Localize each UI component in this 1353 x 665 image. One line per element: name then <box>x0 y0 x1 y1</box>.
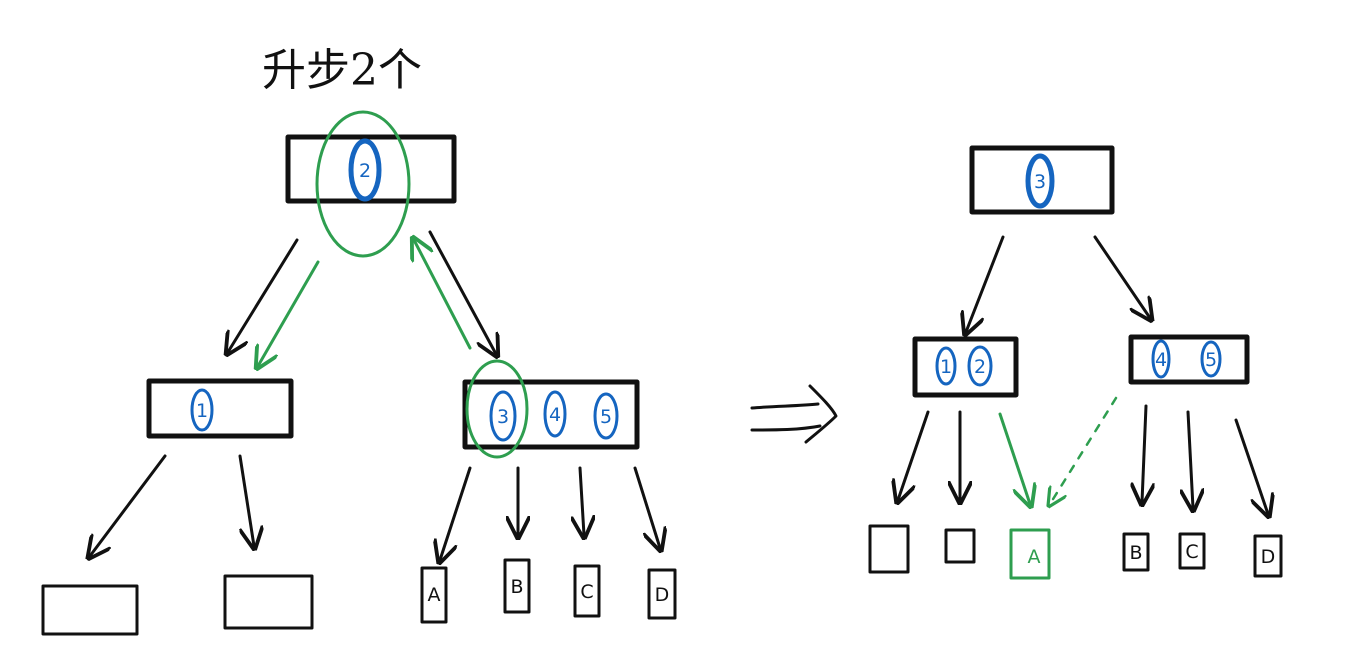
after-leaf-a: A <box>1009 528 1051 580</box>
svg-text:3: 3 <box>1034 171 1046 193</box>
transform-arrow <box>750 384 838 444</box>
edge-left-child-2 <box>238 454 254 546</box>
after-right-node <box>1128 334 1250 385</box>
edge-right-child-a <box>440 466 472 560</box>
after-root-key: 3 <box>1025 153 1055 209</box>
after-empty-leaf-2 <box>944 528 976 564</box>
before-right-key-3: 5 <box>593 392 619 440</box>
after-edge-left-3-green <box>998 412 1030 504</box>
svg-text:5: 5 <box>600 406 612 428</box>
after-edge-right-3 <box>1234 418 1268 514</box>
before-leaf-a: A <box>420 566 448 624</box>
green-arrow-up <box>414 240 472 350</box>
edge-root-left <box>228 238 299 352</box>
after-root-node <box>969 145 1115 215</box>
after-tree: 3 1 2 4 5 <box>868 145 1283 580</box>
before-right-key-2: 4 <box>543 390 567 438</box>
before-left-node <box>146 378 294 439</box>
after-edge-right-1 <box>1142 404 1146 502</box>
before-empty-leaf-1 <box>41 584 139 636</box>
svg-text:3: 3 <box>497 406 509 428</box>
after-leaf-b: B <box>1122 532 1150 572</box>
green-arrow-down-left <box>258 260 320 366</box>
after-edge-left-1 <box>898 410 930 500</box>
before-tree: 2 1 3 4 5 <box>41 110 677 636</box>
before-root-key: 2 <box>348 138 382 202</box>
after-right-key-2: 5 <box>1200 340 1222 378</box>
svg-text:D: D <box>1261 546 1276 568</box>
after-edge-root-left <box>966 235 1005 332</box>
edge-left-child-1 <box>90 454 167 556</box>
svg-text:1: 1 <box>940 356 952 378</box>
before-left-key: 1 <box>190 388 214 432</box>
before-empty-leaf-2 <box>223 574 314 630</box>
after-dashed-move <box>1050 396 1118 504</box>
edge-right-child-c <box>580 466 584 535</box>
svg-text:B: B <box>1129 542 1142 564</box>
highlight-circle-root <box>315 110 411 258</box>
edge-right-child-d <box>633 466 660 548</box>
svg-text:2: 2 <box>359 160 371 182</box>
svg-text:C: C <box>580 581 593 603</box>
after-right-key-1: 4 <box>1151 339 1171 379</box>
before-leaf-c: C <box>573 564 601 618</box>
after-edge-right-2 <box>1188 410 1193 508</box>
after-leaf-d: D <box>1253 534 1283 578</box>
svg-text:5: 5 <box>1205 349 1217 371</box>
handwritten-note: 升步2个 <box>262 45 422 96</box>
svg-text:2: 2 <box>974 356 986 378</box>
before-root-node <box>285 134 457 204</box>
before-leaf-d: D <box>647 568 677 620</box>
after-left-node <box>912 336 1019 398</box>
svg-text:1: 1 <box>196 400 208 422</box>
svg-text:A: A <box>428 584 441 606</box>
after-leaf-c: C <box>1178 532 1206 570</box>
after-left-key-1: 1 <box>935 346 957 386</box>
edge-root-right <box>428 230 496 354</box>
svg-text:C: C <box>1185 541 1198 563</box>
after-empty-leaf-1 <box>868 524 910 574</box>
svg-text:B: B <box>510 576 523 598</box>
svg-text:D: D <box>655 584 670 606</box>
after-left-key-2: 2 <box>967 345 993 387</box>
before-leaf-b: B <box>503 558 531 614</box>
svg-text:A: A <box>1028 546 1041 568</box>
before-right-key-1: 3 <box>489 390 517 442</box>
svg-text:4: 4 <box>1155 349 1167 371</box>
svg-text:4: 4 <box>549 404 561 426</box>
after-edge-root-right <box>1093 235 1150 318</box>
before-right-node <box>462 379 640 450</box>
